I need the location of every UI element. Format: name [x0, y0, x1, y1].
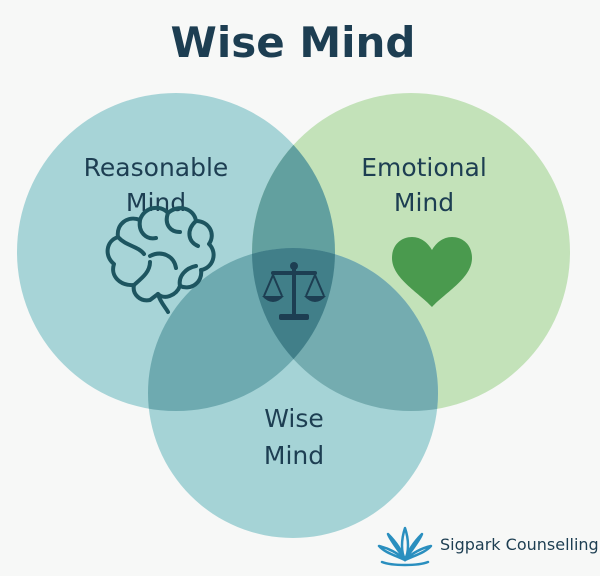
wise-mind-label-line1: Wise — [264, 404, 324, 433]
wise-mind-label-line2: Mind — [264, 441, 324, 470]
lotus-icon — [377, 526, 433, 567]
emotional-mind-label-line1: Emotional — [361, 153, 487, 182]
reasonable-mind-label-line2: Mind — [126, 188, 186, 217]
page-title: Wise Mind — [171, 18, 416, 67]
emotional-mind-label-line2: Mind — [394, 188, 454, 217]
brain-icon — [105, 205, 216, 314]
heart-icon — [392, 237, 472, 307]
reasonable-mind-label-line1: Reasonable — [84, 153, 229, 182]
scales-icon — [262, 262, 326, 320]
brand-name: Sigpark Counselling — [440, 535, 599, 554]
